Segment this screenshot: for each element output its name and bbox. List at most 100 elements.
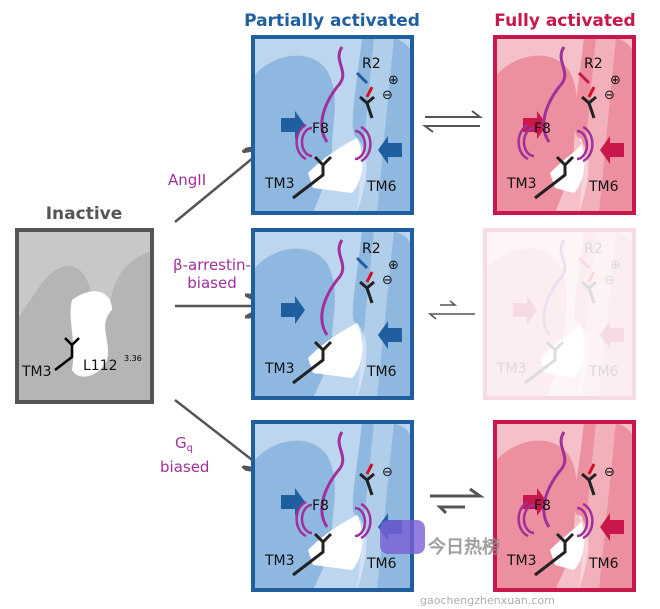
arrow-angii [174, 148, 265, 223]
charge-minus-icon: ⊖ [604, 88, 615, 103]
acidic-group-icon [365, 86, 374, 98]
leucine-residue-icon [292, 532, 333, 577]
label-tm3: TM3 [264, 553, 295, 569]
r2-sidechain-icon [577, 256, 591, 270]
label-f8: F8 [312, 498, 329, 514]
label-r2: R2 [584, 241, 603, 257]
f8-motion-arcs-icon [517, 123, 594, 163]
peptide-chain-icon [542, 239, 567, 336]
peptide-chain-icon [320, 431, 345, 528]
r2-sidechain-icon [577, 71, 591, 85]
charge-plus-icon: ⊕ [388, 73, 399, 88]
acidic-group-icon [365, 271, 374, 283]
label-f8: F8 [534, 121, 551, 137]
leucine-residue-icon [534, 155, 575, 200]
leucine-residue-icon [524, 340, 565, 385]
residue-icon [581, 280, 597, 304]
panel-border [251, 420, 414, 592]
label-tm6: TM6 [588, 179, 619, 195]
panel-border [251, 35, 414, 215]
residue-icon [359, 95, 375, 119]
panel-full-gq: TM3 TM6 F8 ⊖ [493, 420, 636, 592]
peptide-chain-icon [542, 46, 567, 143]
charge-plus-icon: ⊕ [610, 258, 621, 273]
peptide-chain-icon [542, 431, 567, 528]
label-tm6: TM6 [366, 364, 397, 380]
charge-minus-icon: ⊖ [604, 273, 615, 288]
residue-icon [359, 280, 375, 304]
equilibrium-arrow-3 [430, 487, 485, 515]
header-full: Fully activated [494, 11, 635, 31]
residue-icon [581, 95, 597, 119]
label-r2: R2 [362, 241, 381, 257]
inward-arrow-icon [523, 488, 547, 516]
f8-motion-arcs-icon [517, 500, 594, 540]
header-partial: Partially activated [244, 11, 420, 31]
acidic-group-icon [587, 271, 596, 283]
ligand-angii: AngII [168, 171, 206, 189]
panel-border [493, 35, 636, 215]
panel-border [251, 228, 414, 400]
inward-arrow-icon [600, 136, 624, 164]
label-tm6: TM6 [366, 556, 397, 572]
watermark-title: 今日热榜 [428, 536, 500, 558]
label-r2: R2 [362, 56, 381, 72]
panel-inactive: TM3 L112 3.36 [15, 228, 154, 404]
r2-sidechain-icon [355, 71, 369, 85]
label-l112: L112 [83, 358, 118, 374]
equilibrium-arrow-1 [422, 110, 483, 133]
residue-icon [581, 472, 597, 496]
f8-motion-arcs-icon [295, 500, 372, 540]
leucine-residue-icon [292, 340, 333, 385]
panel-border [483, 228, 636, 400]
label-tm3: TM3 [21, 364, 52, 380]
f8-motion-arcs-icon [295, 123, 372, 163]
charge-minus-icon: ⊖ [382, 88, 393, 103]
label-f8: F8 [534, 498, 551, 514]
header-inactive: Inactive [46, 204, 123, 224]
inward-arrow-icon [281, 296, 305, 324]
acidic-group-icon [587, 463, 596, 475]
charge-minus-icon: ⊖ [604, 465, 615, 480]
leucine-residue-icon [534, 532, 575, 577]
label-tm3: TM3 [506, 553, 537, 569]
ligand-barr-2: biased [187, 274, 236, 292]
residue-icon [359, 472, 375, 496]
label-tm3: TM3 [506, 176, 537, 192]
label-tm3: TM3 [496, 361, 527, 377]
leucine-residue-icon [54, 337, 80, 371]
inward-arrow-icon [378, 136, 402, 164]
watermark-url: gaochengzhenxuan.com [420, 594, 555, 607]
peptide-chain-icon [320, 239, 345, 336]
panel-partial-gq: TM3 TM6 F8 ⊖ [251, 420, 414, 592]
r2-sidechain-icon [355, 256, 369, 270]
peptide-chain-icon [320, 46, 345, 143]
label-tm6: TM6 [588, 364, 619, 380]
label-l112-sup: 3.36 [124, 354, 142, 363]
watermark-logo-icon [380, 520, 425, 554]
ligand-gq: Gq [175, 434, 193, 454]
inward-arrow-icon [513, 296, 537, 324]
inward-arrow-icon [600, 321, 624, 349]
inward-arrow-icon [523, 111, 547, 139]
charge-plus-icon: ⊕ [610, 73, 621, 88]
inward-arrow-icon [600, 513, 624, 541]
ligand-gq-2: biased [160, 458, 209, 476]
acidic-group-icon [365, 463, 374, 475]
ligand-barr-1: β-arrestin- [173, 256, 251, 274]
panel-border [493, 420, 636, 592]
equilibrium-arrow-2 [427, 300, 475, 320]
label-f8: F8 [312, 121, 329, 137]
charge-minus-icon: ⊖ [382, 273, 393, 288]
charge-minus-icon: ⊖ [382, 465, 393, 480]
label-r2: R2 [584, 56, 603, 72]
label-tm3: TM3 [264, 176, 295, 192]
label-tm6: TM6 [366, 179, 397, 195]
leucine-residue-icon [292, 155, 333, 200]
label-tm6: TM6 [588, 556, 619, 572]
panel-full-barr: TM3 TM6 R2 ⊕⊖ [483, 228, 636, 400]
